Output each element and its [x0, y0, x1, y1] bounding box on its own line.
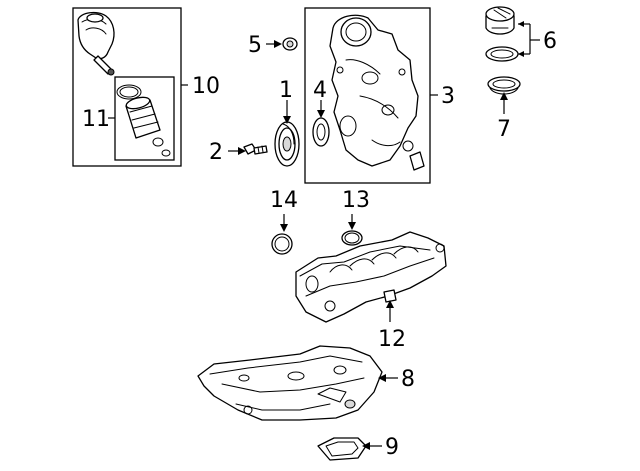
o-ring-14 [271, 233, 293, 255]
oil-pan [197, 345, 383, 421]
callout-5: 5 [248, 33, 262, 58]
callout-7: 7 [497, 117, 511, 142]
filter-element [116, 84, 171, 157]
bolt [243, 143, 268, 155]
timing-cover [329, 14, 425, 171]
filter-housing-group [72, 7, 188, 167]
callout-10: 10 [192, 74, 220, 99]
filter-cap [77, 11, 115, 76]
callout-2: 2 [209, 140, 223, 165]
group-box-10 [72, 7, 182, 167]
manifold [295, 231, 447, 323]
callout-labels: 1 2 3 4 5 6 7 8 9 10 11 12 13 14 [82, 29, 557, 460]
callout-13: 13 [342, 188, 370, 213]
timing-cover-group [304, 7, 438, 184]
callout-3: 3 [441, 84, 455, 109]
o-ring-13 [341, 230, 363, 246]
pulley [274, 121, 300, 167]
washer [282, 37, 298, 51]
callout-9: 9 [385, 435, 399, 460]
seal [312, 117, 330, 147]
callout-11: 11 [82, 107, 110, 132]
callout-1: 1 [279, 78, 293, 103]
callout-12: 12 [378, 327, 406, 352]
filler-cap-gasket [485, 46, 519, 62]
oil-filler-cap [485, 6, 515, 35]
callout-6: 6 [543, 29, 557, 54]
callout-8: 8 [401, 367, 415, 392]
filler-neck-seal [487, 76, 521, 95]
oil-pan-baffle [317, 437, 367, 461]
leader-lines [228, 40, 508, 450]
callout-14: 14 [270, 188, 298, 213]
callout-4: 4 [313, 78, 327, 103]
